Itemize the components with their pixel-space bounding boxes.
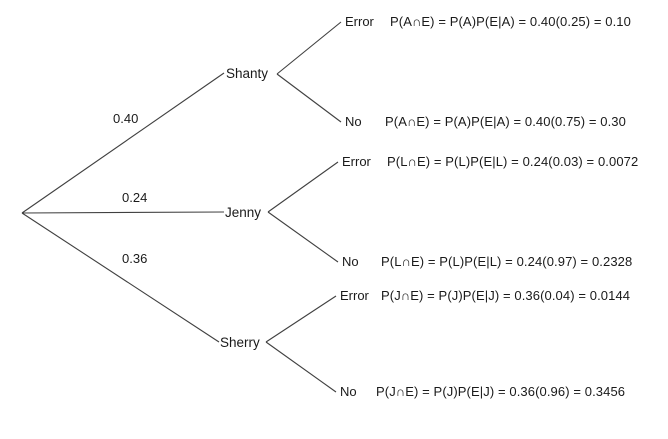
edge-root-shanty — [21, 72, 225, 214]
outcome-label-shanty-no: No — [345, 114, 362, 129]
outcome-label-sherry-error: Error — [340, 288, 369, 303]
prob-label-sherry: 0.36 — [122, 251, 148, 266]
edge-jenny-error — [267, 161, 339, 213]
prob-label-jenny: 0.24 — [122, 190, 148, 205]
outcome-label-sherry-no: No — [340, 384, 357, 399]
node-label-shanty: Shanty — [226, 66, 269, 81]
formula-shanty-error: P(A∩E) = P(A)P(E|A) = 0.40(0.25) = 0.10 — [390, 14, 631, 29]
edge-jenny-no — [267, 211, 339, 263]
formula-sherry-error: P(J∩E) = P(J)P(E|J) = 0.36(0.04) = 0.014… — [381, 288, 631, 303]
edge-root-sherry — [21, 212, 220, 343]
formula-jenny-no: P(L∩E) = P(L)P(E|L) = 0.24(0.97) = 0.232… — [381, 254, 633, 269]
edge-shanty-no — [276, 73, 342, 123]
outcome-label-jenny-error: Error — [342, 154, 371, 169]
outcome-label-shanty-error: Error — [345, 14, 374, 29]
formula-shanty-no: P(A∩E) = P(A)P(E|A) = 0.40(0.75) = 0.30 — [385, 114, 626, 129]
formula-jenny-error: P(L∩E) = P(L)P(E|L) = 0.24(0.03) = 0.007… — [387, 154, 639, 169]
formula-sherry-no: P(J∩E) = P(J)P(E|J) = 0.36(0.96) = 0.345… — [376, 384, 626, 399]
edge-shanty-error — [276, 21, 342, 75]
edge-sherry-no — [265, 341, 337, 393]
prob-label-shanty: 0.40 — [113, 111, 139, 126]
outcome-label-jenny-no: No — [342, 254, 359, 269]
edge-sherry-error — [265, 295, 337, 343]
node-label-sherry: Sherry — [220, 335, 260, 350]
node-label-jenny: Jenny — [225, 205, 262, 220]
edge-root-jenny — [21, 211, 225, 214]
